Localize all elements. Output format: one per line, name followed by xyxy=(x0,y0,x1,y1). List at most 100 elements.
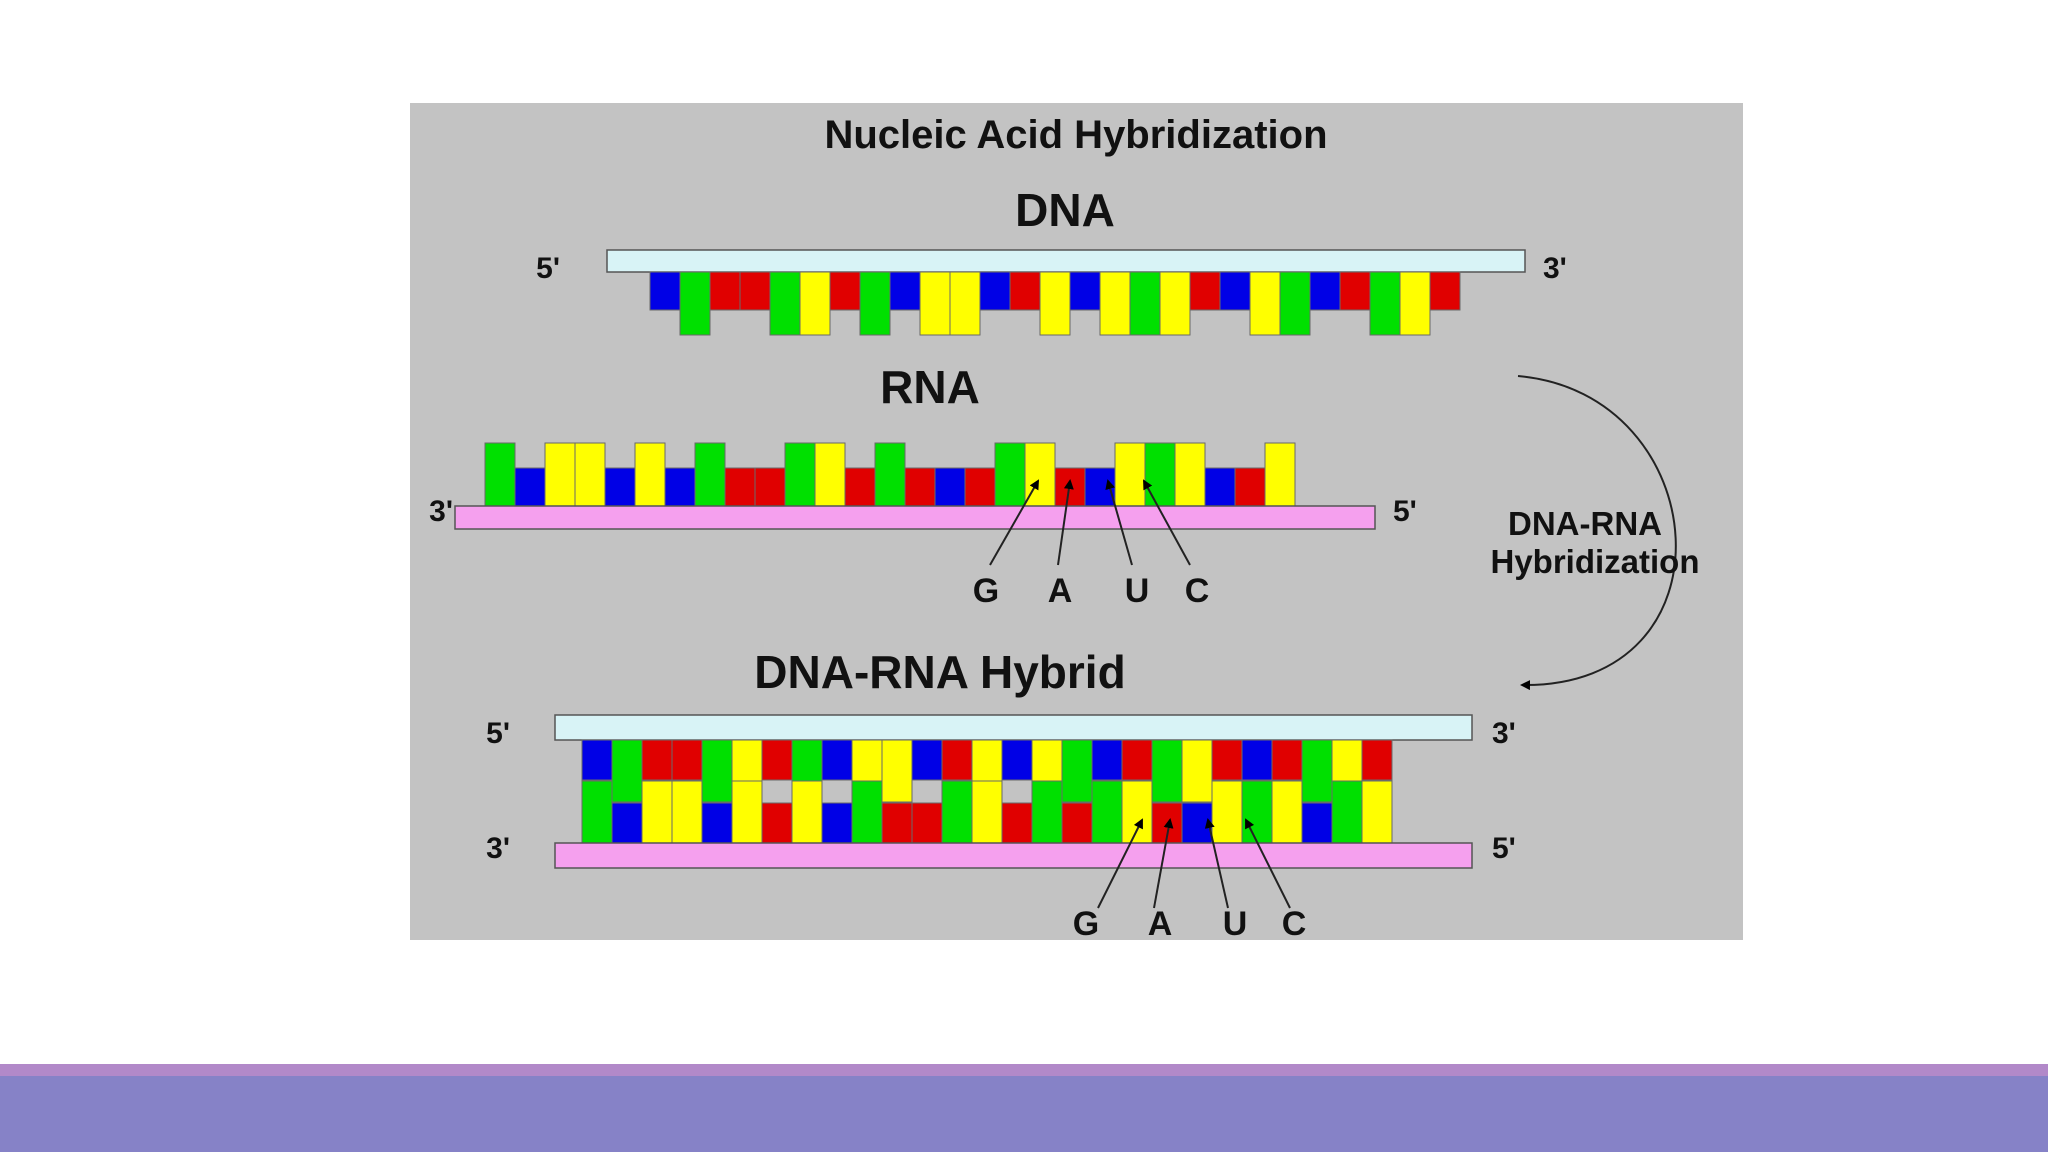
base-guanine xyxy=(701,739,733,803)
base-guanine xyxy=(1241,780,1273,844)
base-cytosine xyxy=(514,467,546,507)
base-adenine xyxy=(1271,780,1303,844)
base-guanine xyxy=(1151,739,1183,803)
base-adenine xyxy=(1159,271,1191,336)
hybrid-dna-backbone xyxy=(554,714,1473,741)
base-uracil xyxy=(1429,271,1461,311)
base-cytosine xyxy=(604,467,636,507)
base-cytosine xyxy=(1069,271,1101,311)
base-uracil xyxy=(964,467,996,507)
rna-pointer-u xyxy=(1105,479,1133,566)
base-guanine xyxy=(784,442,816,507)
hybrid-pointer-u xyxy=(1204,818,1229,909)
diagram-title: Nucleic Acid Hybridization xyxy=(824,113,1327,157)
base-adenine xyxy=(574,442,606,507)
base-guanine xyxy=(1144,442,1176,507)
base-guanine xyxy=(1031,780,1063,844)
base-adenine xyxy=(671,780,703,844)
base-cytosine xyxy=(911,739,943,781)
base-guanine xyxy=(859,271,891,336)
footer-bar xyxy=(0,1076,2048,1152)
rna-pointer-a-label: A xyxy=(1048,572,1073,610)
base-adenine xyxy=(949,271,981,336)
base-cytosine xyxy=(1219,271,1251,311)
base-guanine xyxy=(484,442,516,507)
base-adenine xyxy=(1264,442,1296,507)
dna-backbone xyxy=(606,249,1526,273)
hybrid-bottom-5prime-label: 5' xyxy=(1492,832,1516,865)
base-guanine xyxy=(941,780,973,844)
base-guanine xyxy=(1331,780,1363,844)
hybridization-arrow xyxy=(1517,375,1677,691)
base-guanine xyxy=(1369,271,1401,336)
dna-bases xyxy=(649,271,1461,336)
hybrid-rna-bases xyxy=(581,780,1393,844)
base-cytosine xyxy=(1001,739,1033,781)
base-cytosine xyxy=(649,271,681,311)
base-adenine xyxy=(1181,739,1213,803)
rna-5prime-label: 5' xyxy=(1393,495,1417,528)
base-adenine xyxy=(634,442,666,507)
rna-pointer-g xyxy=(989,479,1039,566)
base-uracil xyxy=(911,802,943,844)
base-cytosine xyxy=(581,739,613,781)
base-cytosine xyxy=(821,802,853,844)
base-uracil xyxy=(709,271,741,311)
base-adenine xyxy=(544,442,576,507)
base-cytosine xyxy=(1309,271,1341,311)
base-guanine xyxy=(1061,739,1093,803)
base-uracil xyxy=(1339,271,1371,311)
base-cytosine xyxy=(701,802,733,844)
base-adenine xyxy=(1399,271,1431,336)
base-guanine xyxy=(1301,739,1333,803)
base-cytosine xyxy=(821,739,853,781)
base-uracil xyxy=(844,467,876,507)
base-adenine xyxy=(1099,271,1131,336)
base-cytosine xyxy=(1241,739,1273,781)
base-cytosine xyxy=(889,271,921,311)
base-guanine xyxy=(851,780,883,844)
base-guanine xyxy=(874,442,906,507)
base-cytosine xyxy=(1181,802,1213,844)
dna-label: DNA xyxy=(1015,184,1115,236)
base-guanine xyxy=(1091,780,1123,844)
dna-5prime-label: 5' xyxy=(536,252,560,285)
base-adenine xyxy=(814,442,846,507)
base-adenine xyxy=(1114,442,1146,507)
base-cytosine xyxy=(1204,467,1236,507)
base-guanine xyxy=(694,442,726,507)
base-guanine xyxy=(1129,271,1161,336)
base-uracil xyxy=(1189,271,1221,311)
rna-3prime-label: 3' xyxy=(429,495,453,528)
rna-bases xyxy=(484,442,1296,507)
rna-label: RNA xyxy=(880,361,980,413)
base-adenine xyxy=(1361,780,1393,844)
base-guanine xyxy=(1279,271,1311,336)
base-adenine xyxy=(919,271,951,336)
base-adenine xyxy=(641,780,673,844)
base-cytosine xyxy=(611,802,643,844)
base-uracil xyxy=(1001,802,1033,844)
rna-pointer-u-label: U xyxy=(1125,572,1150,610)
base-adenine xyxy=(1249,271,1281,336)
base-guanine xyxy=(581,780,613,844)
base-uracil xyxy=(904,467,936,507)
hybrid-pointer-g xyxy=(1097,818,1143,909)
base-uracil xyxy=(761,802,793,844)
base-cytosine xyxy=(1301,802,1333,844)
hybrid-rna-backbone xyxy=(554,842,1473,869)
hybrid-bottom-3prime-label: 3' xyxy=(486,832,510,865)
hybrid-pointer-g-label: G xyxy=(1073,905,1099,940)
base-uracil xyxy=(671,739,703,781)
base-uracil xyxy=(1121,739,1153,781)
base-uracil xyxy=(1271,739,1303,781)
hybrid-dna-bases xyxy=(581,739,1393,803)
base-adenine xyxy=(1174,442,1206,507)
hybrid-pointer-u-label: U xyxy=(1223,905,1248,940)
rna-backbone xyxy=(454,505,1376,530)
base-adenine xyxy=(1211,780,1243,844)
base-guanine xyxy=(611,739,643,803)
base-uracil xyxy=(941,739,973,781)
base-adenine xyxy=(799,271,831,336)
base-uracil xyxy=(1061,802,1093,844)
